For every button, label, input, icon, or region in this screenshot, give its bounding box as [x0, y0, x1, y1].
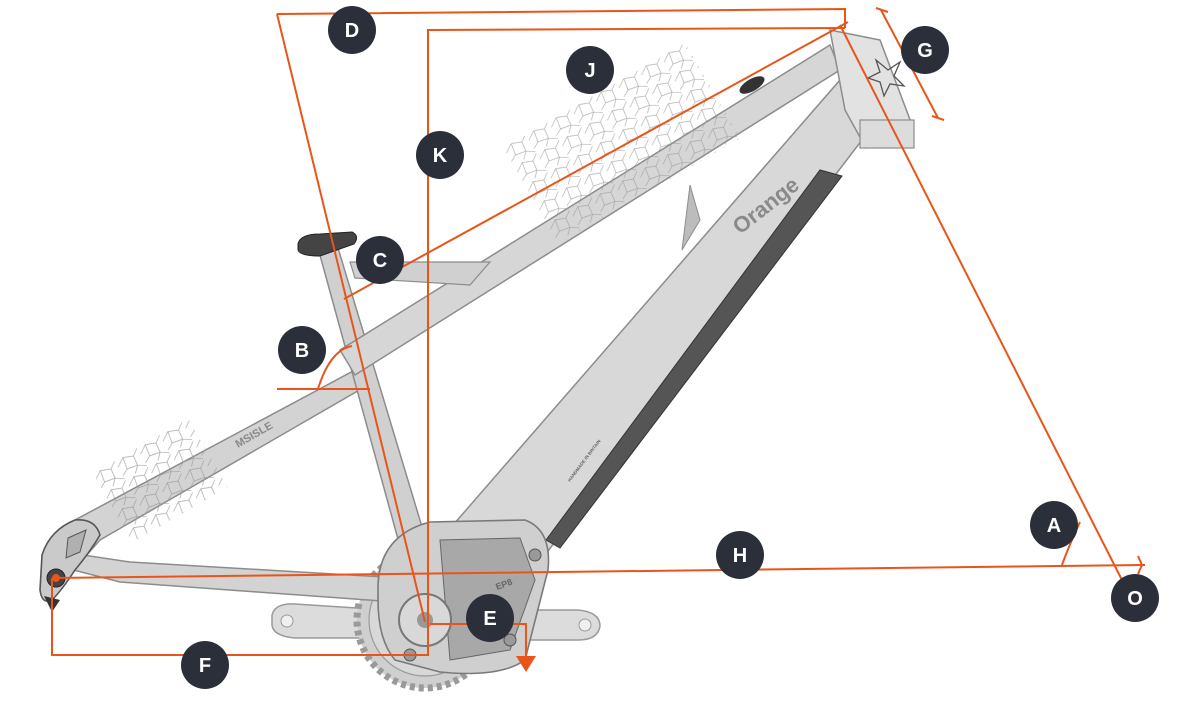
- label-j: J: [566, 46, 614, 94]
- dimension-c-line: [343, 21, 849, 300]
- dimension-e-line: [430, 623, 527, 660]
- svg-text:J: J: [584, 60, 595, 82]
- svg-text:E: E: [483, 608, 496, 630]
- steering-axis-line: [839, 24, 1123, 581]
- dimension-d-vertical: [276, 13, 426, 623]
- label-k: K: [416, 131, 464, 179]
- svg-text:G: G: [917, 40, 933, 62]
- battery-cover: [545, 169, 843, 549]
- headbadge-icon: [866, 58, 906, 98]
- dimension-h-line: [51, 564, 1146, 579]
- angle-a-arc: [1061, 521, 1081, 566]
- svg-text:B: B: [295, 340, 309, 362]
- dimension-labels: D J G K C B A H: [181, 6, 1159, 689]
- label-o: O: [1111, 574, 1159, 622]
- label-c: C: [356, 236, 404, 284]
- svg-text:C: C: [373, 250, 387, 272]
- seat-collar: [297, 231, 358, 257]
- label-d: D: [328, 6, 376, 54]
- label-h: H: [716, 531, 764, 579]
- dimension-j-line: [427, 27, 846, 622]
- label-g: G: [901, 26, 949, 74]
- svg-text:O: O: [1127, 588, 1143, 610]
- label-f: F: [181, 641, 229, 689]
- svg-text:F: F: [199, 655, 211, 677]
- svg-text:K: K: [433, 145, 448, 167]
- label-b: B: [278, 326, 326, 374]
- label-a: A: [1030, 501, 1078, 549]
- angle-b-arc: [317, 345, 353, 390]
- bb-drop-arrow-icon: [516, 656, 536, 672]
- svg-text:H: H: [733, 545, 747, 567]
- bike-frame: Orange MSISLE EP8 HANDMADE IN BRITAIN: [39, 29, 915, 692]
- dimension-d-line: [276, 7, 846, 28]
- svg-text:A: A: [1047, 515, 1061, 537]
- svg-text:D: D: [345, 20, 359, 42]
- dimension-f-line: [51, 578, 429, 656]
- label-e: E: [466, 594, 514, 642]
